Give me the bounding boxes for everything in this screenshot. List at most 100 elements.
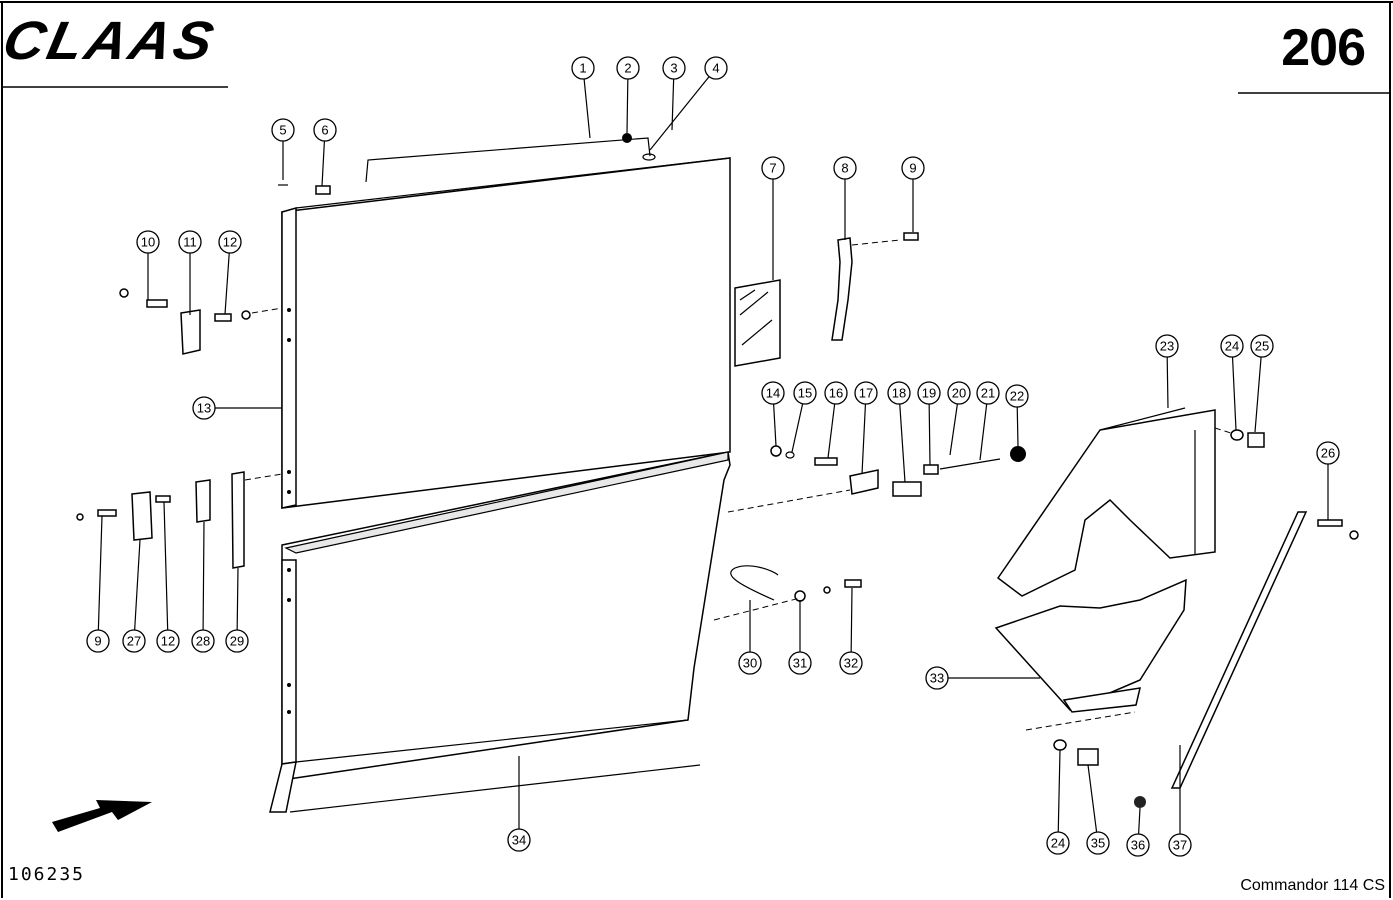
callout-10: 10	[136, 230, 160, 254]
callout-label: 29	[230, 634, 244, 649]
callout-21: 21	[976, 381, 1000, 405]
callout-circle	[887, 381, 911, 405]
callout-8: 8	[833, 156, 857, 180]
callout-circle	[976, 381, 1000, 405]
leader-line	[1166, 356, 1169, 409]
callout-label: 12	[223, 235, 237, 250]
callout-circle	[704, 56, 728, 80]
leader-line	[773, 403, 777, 447]
callout-circle	[662, 56, 686, 80]
callout-19: 19	[917, 381, 941, 405]
leader-line	[97, 515, 103, 631]
callout-label: 23	[1160, 339, 1174, 354]
callout-circle	[738, 651, 762, 675]
callout-label: 14	[766, 386, 780, 401]
leader-line	[1137, 807, 1141, 835]
callout-circle	[788, 651, 812, 675]
page-number: 206	[1281, 19, 1366, 77]
callout-23: 23	[1155, 334, 1179, 358]
bracket-part	[831, 237, 853, 341]
leader-line	[1254, 356, 1262, 433]
leader-line	[1087, 764, 1098, 833]
leader-line	[202, 521, 205, 631]
callout-29: 29	[225, 629, 249, 653]
leader-line	[626, 78, 629, 134]
callout-31: 31	[788, 651, 812, 675]
callout-32: 32	[839, 651, 863, 675]
callout-label: 6	[321, 123, 328, 138]
callout-circle	[571, 56, 595, 80]
callout-4: 4	[704, 56, 728, 80]
callout-circle	[1220, 334, 1244, 358]
callout-24: 24	[1046, 831, 1070, 855]
callout-label: 18	[892, 386, 906, 401]
callout-label: 13	[197, 401, 211, 416]
leader-line	[321, 140, 326, 187]
callout-label: 25	[1255, 339, 1269, 354]
callout-7: 7	[761, 156, 785, 180]
callout-label: 10	[141, 235, 155, 250]
callout-circle	[1316, 441, 1340, 465]
callout-circle	[136, 230, 160, 254]
callout-circle	[839, 651, 863, 675]
callout-label: 3	[670, 61, 677, 76]
callout-circle	[1250, 334, 1274, 358]
callout-label: 15	[798, 386, 812, 401]
callout-25: 25	[1250, 334, 1274, 358]
callout-circle	[616, 56, 640, 80]
callout-label: 17	[859, 386, 873, 401]
leader-line	[899, 403, 906, 483]
callout-label: 11	[183, 235, 197, 250]
callout-label: 19	[922, 386, 936, 401]
callout-circle	[156, 629, 180, 653]
callout-18: 18	[887, 381, 911, 405]
hinge-assembly-bottom	[76, 471, 283, 569]
callout-circle	[178, 230, 202, 254]
rod-part	[365, 133, 656, 183]
leader-line	[791, 403, 804, 453]
callout-circle	[793, 381, 817, 405]
leader-lines	[97, 76, 1329, 835]
leader-line	[827, 403, 836, 459]
callout-label: 20	[952, 386, 966, 401]
callout-37: 37	[1168, 833, 1192, 857]
callout-label: 9	[94, 634, 101, 649]
callout-circle	[507, 828, 531, 852]
callout-17: 17	[854, 381, 878, 405]
callout-12: 12	[218, 230, 242, 254]
callout-14: 14	[761, 381, 785, 405]
callout-circle	[191, 629, 215, 653]
callout-24: 24	[1220, 334, 1244, 358]
callout-circle	[313, 118, 337, 142]
callout-circle	[833, 156, 857, 180]
callout-label: 24	[1051, 836, 1065, 851]
callout-34: 34	[507, 828, 531, 852]
callout-circle	[1086, 831, 1110, 855]
upper-side-panel	[281, 157, 731, 509]
callout-label: 27	[127, 634, 141, 649]
callout-circle	[761, 381, 785, 405]
callout-28: 28	[191, 629, 215, 653]
callout-label: 21	[981, 386, 995, 401]
callout-16: 16	[824, 381, 848, 405]
hinge-assembly-top	[119, 288, 283, 355]
leader-line	[949, 403, 959, 456]
window-glass	[734, 279, 781, 367]
callout-label: 1	[579, 61, 586, 76]
callout-label: 5	[279, 123, 286, 138]
leader-line	[861, 403, 867, 475]
callout-label: 4	[712, 61, 719, 76]
callout-label: 7	[769, 161, 776, 176]
model-name: Commandor 114 CS	[1240, 877, 1385, 894]
latch-hardware	[727, 445, 1026, 513]
callout-label: 12	[161, 634, 175, 649]
callout-label: 9	[909, 161, 916, 176]
leader-line	[979, 403, 988, 461]
callout-26: 26	[1316, 441, 1340, 465]
callout-35: 35	[1086, 831, 1110, 855]
callout-label: 32	[844, 656, 858, 671]
callout-label: 31	[793, 656, 807, 671]
